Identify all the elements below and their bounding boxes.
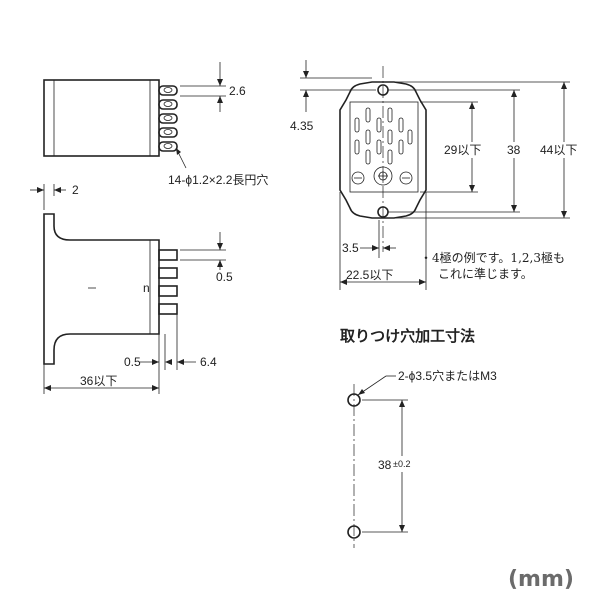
depth-label: 36以下 <box>80 374 117 388</box>
pin-width-label: 0.5 <box>216 270 233 284</box>
overall-width-label: 22.5以下 <box>346 268 393 282</box>
flange-thickness-label: 2 <box>72 183 79 197</box>
note-line-1: ・4極の例です。1,2,3極も <box>420 250 565 265</box>
side-view-top: 2.6 14-ϕ1.2×2.2長円穴 <box>43 62 268 187</box>
pin-gap-label: 0.5 <box>124 355 141 369</box>
overall-height-label: 44以下 <box>540 143 577 157</box>
front-view: 4.35 29以下 38 44以下 3.5 <box>290 60 586 290</box>
svg-text:n: n <box>143 281 150 295</box>
inner-height-label: 29以下 <box>444 143 481 157</box>
pin-length-label: 6.4 <box>200 355 217 369</box>
mounting-title: 取りつけ穴加工寸法 <box>340 327 475 345</box>
note: ・4極の例です。1,2,3極も これに準じます。 <box>420 250 565 281</box>
terminal-screws <box>351 166 413 186</box>
mounting-pitch-label: 38 <box>378 458 392 472</box>
side-view-bottom: 2 n 0.5 0.5 6.4 36以下 <box>30 183 233 394</box>
hole-pitch-label: 38 <box>507 143 521 157</box>
slot-holes-label: 14-ϕ1.2×2.2長円穴 <box>168 172 268 187</box>
note-line-2: これに準じます。 <box>438 266 533 281</box>
unit-label: (mm) <box>508 567 574 592</box>
mounting-tolerance-label: ±0.2 <box>393 459 410 469</box>
top-offset-label: 4.35 <box>290 119 314 133</box>
mounting-hole-label: 2-ϕ3.5穴またはM3 <box>398 368 497 383</box>
pin-pitch-label: 2.6 <box>229 84 246 98</box>
mounting-hole-drawing: 取りつけ穴加工寸法 2-ϕ3.5穴またはM3 38 ±0.2 <box>340 327 497 548</box>
terminal-offset-label: 3.5 <box>342 241 359 255</box>
terminal-slots <box>354 107 413 165</box>
